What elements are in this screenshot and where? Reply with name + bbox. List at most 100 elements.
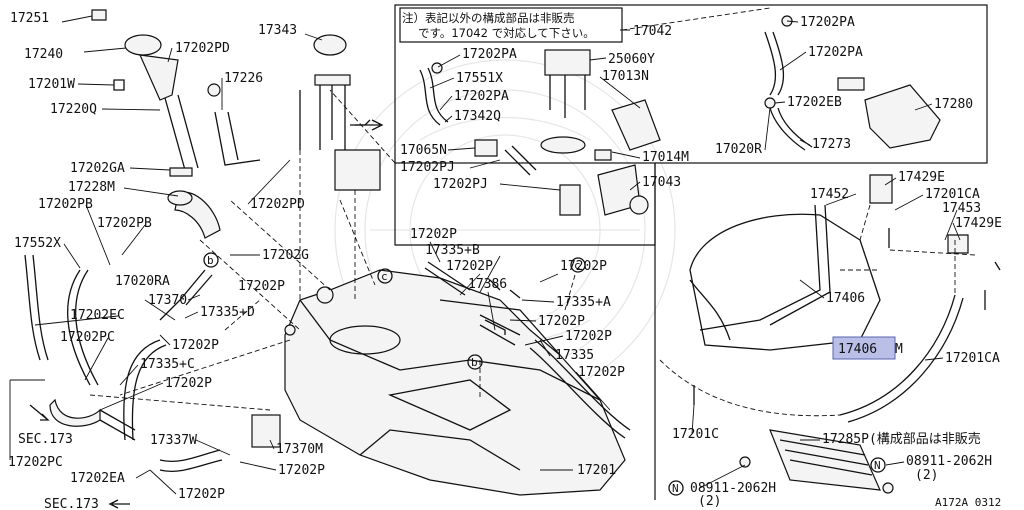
pointer-arrow bbox=[355, 119, 384, 131]
label: 17202P bbox=[538, 314, 585, 329]
highlight-suffix: M bbox=[895, 342, 903, 357]
label: 17335+A bbox=[556, 295, 611, 310]
marker-b: b bbox=[471, 356, 478, 369]
label: 17014M bbox=[642, 150, 689, 165]
marker-c: c bbox=[381, 270, 388, 283]
label: 17220Q bbox=[50, 102, 97, 117]
diagram-code: A172A 0312 bbox=[935, 496, 1001, 509]
label: 08911-2062H bbox=[906, 454, 992, 469]
label: 17343 bbox=[258, 23, 297, 38]
label: 17201C bbox=[672, 427, 719, 442]
sec-arrow-label: SEC.173 bbox=[18, 432, 73, 447]
label: 25060Y bbox=[608, 52, 655, 67]
label: 17202PB bbox=[38, 197, 93, 212]
label: 17201W bbox=[28, 77, 75, 92]
label: 17020R bbox=[715, 142, 762, 157]
label: 17273 bbox=[812, 137, 851, 152]
fuel-tank bbox=[284, 269, 626, 496]
note-box bbox=[399, 7, 623, 43]
label: 17335+C bbox=[140, 357, 195, 372]
gauge-unit-assembly bbox=[313, 34, 381, 191]
marker-c: c bbox=[574, 259, 581, 272]
label: 17429E bbox=[955, 216, 1002, 231]
label: 17202PA bbox=[800, 15, 855, 30]
label: 17335+D bbox=[200, 305, 255, 320]
label: 17202PA bbox=[454, 89, 509, 104]
label: 17285P(構成部品は非販売 bbox=[822, 431, 981, 447]
label: 17552X bbox=[14, 236, 61, 251]
highlight-box bbox=[832, 336, 896, 360]
tank-hoses bbox=[424, 261, 631, 439]
label: 17370 bbox=[148, 293, 187, 308]
marker-b: b bbox=[207, 254, 214, 267]
highlight-label: 17406 bbox=[838, 342, 877, 357]
marker-n: N bbox=[672, 482, 679, 495]
label: 17240 bbox=[24, 47, 63, 62]
label: 17202P bbox=[446, 259, 493, 274]
part-labels: 17251 17240 17202PD 17201W 17226 17220Q … bbox=[8, 11, 1002, 510]
label: 17453 bbox=[942, 201, 981, 216]
label: 17386 bbox=[468, 277, 507, 292]
label: 08911-2062H bbox=[690, 481, 776, 496]
label: 17202P bbox=[578, 365, 625, 380]
fuel-pump-inset-parts bbox=[419, 49, 661, 216]
label: 17013N bbox=[602, 69, 649, 84]
label: 17202P bbox=[165, 376, 212, 391]
label: 17201 bbox=[577, 463, 616, 478]
label: 17452 bbox=[810, 187, 849, 202]
circle-markers: N N b b c c bbox=[203, 252, 886, 496]
label: 17202G bbox=[262, 248, 309, 263]
leader-lines bbox=[34, 15, 961, 495]
label: 17202PC bbox=[60, 330, 115, 345]
marker-n: N bbox=[874, 459, 881, 472]
label: 17202P bbox=[172, 338, 219, 353]
label: (2) bbox=[915, 468, 938, 483]
label: 17202PJ bbox=[400, 160, 455, 175]
label: 17251 bbox=[10, 11, 49, 26]
label: 17202P bbox=[178, 487, 225, 502]
label: 17043 bbox=[642, 175, 681, 190]
label: 17202PD bbox=[250, 197, 305, 212]
label: 17429E bbox=[898, 170, 945, 185]
label: 17202GA bbox=[70, 161, 125, 176]
label: 17335+B bbox=[425, 243, 480, 258]
label: 17202PC bbox=[8, 455, 63, 470]
label: 17202PB bbox=[97, 216, 152, 231]
left-hoses bbox=[9, 254, 281, 509]
label: 17228M bbox=[68, 180, 115, 195]
label: 17202EB bbox=[787, 95, 842, 110]
filler-neck-assembly bbox=[91, 9, 301, 239]
label: 17202PD bbox=[175, 41, 230, 56]
label: 17551X bbox=[456, 71, 503, 86]
note-line-1: 注）表記以外の構成部品は非販売 bbox=[402, 11, 575, 25]
label: 17342Q bbox=[454, 109, 501, 124]
label: (2) bbox=[698, 494, 721, 509]
label: 17042 bbox=[633, 24, 672, 39]
label: 17202P bbox=[410, 227, 457, 242]
label: 17202P bbox=[565, 329, 612, 344]
label: 17280 bbox=[934, 97, 973, 112]
label: 17065N bbox=[400, 143, 447, 158]
label: 17202PA bbox=[808, 45, 863, 60]
note-line-2: です。17042 で対応して下さい。 bbox=[418, 26, 595, 40]
label: 17335 bbox=[555, 348, 594, 363]
label: 17202P bbox=[278, 463, 325, 478]
label: 17202P bbox=[238, 279, 285, 294]
label: 17202EC bbox=[70, 308, 125, 323]
inset-dashed-guide bbox=[329, 7, 987, 164]
sec-arrow-label: SEC.173 bbox=[44, 497, 99, 510]
label: 17226 bbox=[224, 71, 263, 86]
label: 17202EA bbox=[70, 471, 125, 486]
label: 17020RA bbox=[115, 274, 170, 289]
label: 17337W bbox=[150, 433, 197, 448]
dashed-guide-lines bbox=[89, 150, 576, 411]
canister-inset-parts bbox=[764, 15, 941, 151]
label: 17201CA bbox=[945, 351, 1000, 366]
label: 17201CA bbox=[925, 187, 980, 202]
tank-straps-inset bbox=[659, 174, 1001, 494]
label: 17370M bbox=[276, 442, 323, 457]
label: 17202PJ bbox=[433, 177, 488, 192]
label: 17202PA bbox=[462, 47, 517, 62]
label: 17406 bbox=[826, 291, 865, 306]
